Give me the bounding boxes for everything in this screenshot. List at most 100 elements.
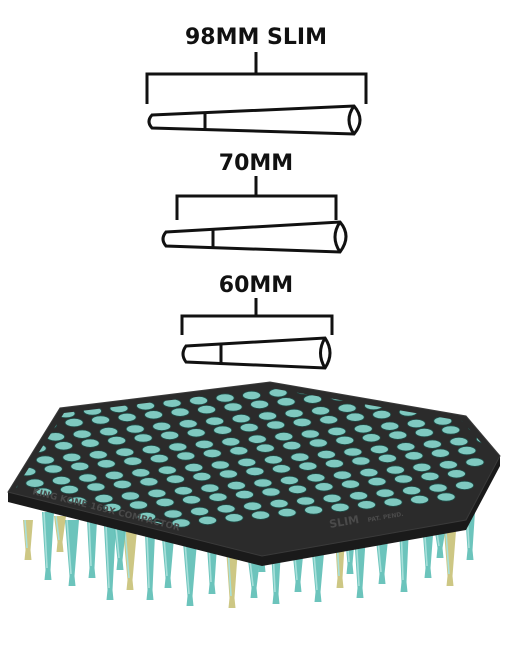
plate-hole [147, 488, 167, 498]
plate-hole [125, 424, 145, 434]
plate-hole [23, 510, 42, 521]
plate-hole [102, 502, 122, 513]
plate-hole [226, 480, 246, 491]
plate-hole [35, 455, 55, 465]
plate-hole [441, 425, 461, 435]
cone-tip [104, 525, 116, 600]
plate-hole [422, 439, 442, 449]
plate-hole [96, 459, 116, 469]
plate-hole [335, 435, 355, 445]
plate-hole [43, 464, 63, 474]
plate-hole [75, 394, 94, 404]
plate-hole [351, 456, 371, 466]
plate-hole [486, 411, 493, 421]
plate-hole [91, 415, 110, 425]
plate-hole [263, 455, 283, 465]
plate-hole [316, 449, 336, 460]
plate-hole [489, 377, 507, 385]
plate-hole [0, 514, 15, 522]
plate-hole [382, 388, 402, 396]
plate-hole [253, 478, 273, 488]
plate-hole [221, 437, 241, 447]
plate-hole [115, 447, 135, 457]
plate-hole [314, 482, 334, 492]
plate-hole [237, 457, 257, 467]
plate-hole [288, 374, 306, 382]
plate-hole [0, 438, 12, 446]
plate-hole [348, 388, 368, 390]
plate-hole [210, 460, 230, 470]
plate-edge [8, 456, 500, 566]
plate-hole [171, 518, 191, 528]
plate-hole [152, 421, 172, 431]
plate-hole [30, 411, 49, 421]
plate-hole [449, 436, 469, 447]
cone-size-guide: 98MM SLIM 70MM 60MM [145, 25, 368, 370]
plate-hole [160, 430, 180, 440]
plate-hole [304, 505, 324, 515]
plate-hole [428, 373, 446, 381]
plate-hole [402, 485, 422, 496]
plate-hole [197, 404, 217, 415]
plate-hole [367, 476, 387, 487]
plate-hole [367, 367, 385, 375]
plate-hole [455, 480, 475, 490]
plate-hole [417, 395, 437, 405]
plate-hole [155, 497, 175, 507]
plate-hole [0, 461, 1, 469]
cone-60mm-bracket [180, 298, 334, 335]
plate-hole [369, 444, 389, 454]
plate-hole [343, 447, 363, 457]
plate-hole [22, 399, 41, 410]
plate-hole [380, 421, 400, 431]
plate-hole [104, 470, 124, 480]
plate-hole [117, 412, 137, 422]
plate-hole [78, 473, 98, 483]
plate-hole [189, 395, 209, 406]
plate-hole [447, 359, 465, 367]
cone-98mm-icon [147, 104, 362, 136]
plate-hole [60, 484, 79, 495]
cone-tip [42, 511, 54, 580]
cone-label-60mm: 60MM [219, 273, 293, 298]
plate-hole [243, 501, 263, 511]
plate-hole [322, 493, 342, 503]
plate-hole [0, 537, 5, 545]
plate-hole [353, 424, 373, 434]
plate-hole [229, 446, 249, 456]
cone-tip [114, 527, 126, 570]
plate-hole [319, 415, 339, 425]
cone-tip [162, 537, 174, 588]
plate-hole [341, 479, 360, 489]
plate-hole [245, 466, 265, 476]
cone-70mm-group: 70MM [161, 151, 348, 254]
plate-hole [62, 452, 82, 462]
plate-hole [16, 414, 23, 424]
compactor-plate: KING KONE 169X COMPACTOR SLIM PAT. PEND. [0, 356, 515, 566]
plate-hole [324, 458, 344, 469]
plate-hole [473, 356, 491, 364]
plate-hole [170, 407, 190, 417]
plate-hole [274, 431, 294, 442]
plate-hole [308, 438, 328, 448]
plate-hole [457, 445, 477, 456]
plate-hole [288, 484, 307, 494]
cone-tip [87, 519, 97, 578]
plate-hole [182, 495, 201, 505]
plate-hole [205, 416, 225, 426]
plate-hole [266, 420, 286, 430]
plate-hole [375, 488, 395, 498]
plate-hole [372, 409, 392, 420]
plate-hole [218, 469, 238, 479]
plate-hole [447, 469, 466, 479]
plate-hole [394, 364, 412, 372]
plate-hole [443, 393, 463, 403]
plate-hole [497, 388, 515, 396]
plate-hole [208, 492, 228, 502]
plate-hole [420, 361, 438, 369]
cone-tip [65, 519, 79, 586]
plate-hole [284, 408, 304, 418]
plate-hole [436, 492, 456, 502]
